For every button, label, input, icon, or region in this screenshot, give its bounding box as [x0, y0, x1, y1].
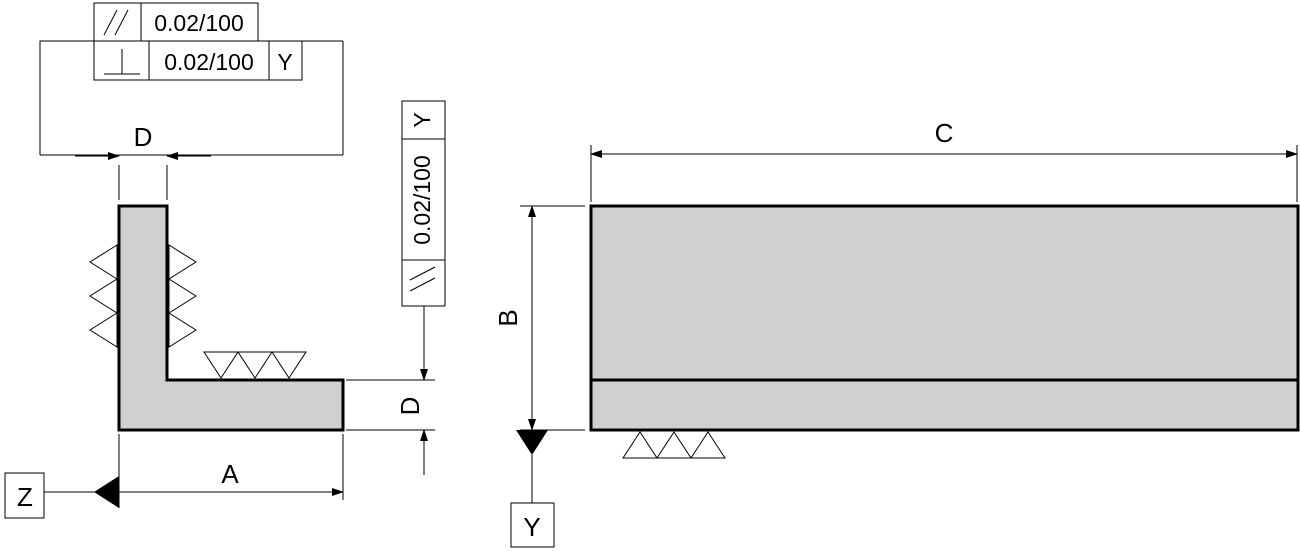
dimension-c: C — [935, 118, 954, 148]
l-profile — [117, 204, 345, 432]
datum-y-box — [510, 502, 555, 548]
parallelism-frame-side: Y 0.02/100 — [401, 100, 446, 307]
tolerance-value-side: 0.02/100 — [409, 155, 435, 245]
plate-body — [589, 204, 1300, 432]
weld-symbol-icon — [622, 431, 726, 459]
parallelism-icon — [409, 266, 436, 292]
dimension-d-top: D — [134, 122, 153, 152]
datum-z-box — [4, 472, 45, 519]
dimension-a: A — [221, 459, 239, 489]
dimension-d-side: D — [395, 397, 425, 416]
datum-triangle-icon — [94, 476, 119, 508]
datum-y-label: Y — [523, 512, 540, 542]
parallelism-frame-top: 0.02/100 — [93, 2, 259, 42]
weld-symbol-icon — [89, 244, 118, 348]
tolerance-value-perp-top: 0.02/100 — [164, 49, 254, 75]
dimension-b: B — [493, 309, 523, 326]
datum-z-label: Z — [17, 482, 33, 512]
tolerance-value-parallel-top: 0.02/100 — [154, 10, 244, 36]
weld-symbol-icon — [203, 351, 307, 379]
datum-triangle-icon — [516, 430, 548, 455]
parallelism-icon — [103, 9, 129, 36]
weld-symbol-icon — [168, 244, 197, 348]
perpendicularity-icon — [104, 49, 140, 75]
tolerance-datum-perp-top: Y — [277, 49, 292, 75]
tolerance-datum-side: Y — [409, 112, 435, 127]
perpendicularity-frame-top: 0.02/100 Y — [93, 40, 303, 81]
